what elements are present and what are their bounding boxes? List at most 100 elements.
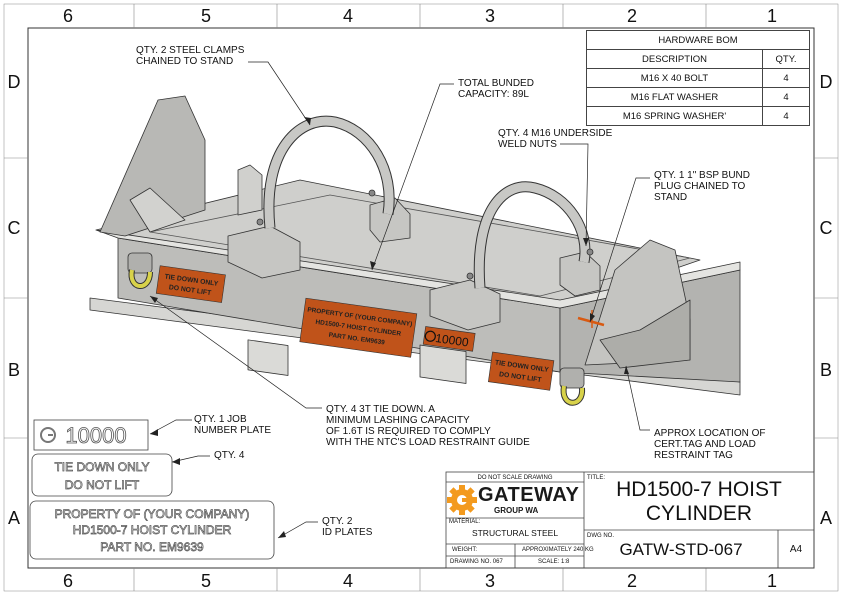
material-value: STRUCTURAL STEEL (471, 528, 559, 538)
note-bund-capacity: TOTAL BUNDED CAPACITY: 89L (458, 78, 534, 100)
note-line: QTY. 4 3T TIE DOWN. A (326, 404, 435, 415)
note-line: CAPACITY: 89L (458, 89, 529, 100)
zone-col-label: 5 (200, 571, 211, 591)
dwg-no-label: DWG NO. (587, 533, 614, 539)
note-cert-tag: APPROX LOCATION OF CERT.TAG AND LOAD RES… (654, 428, 766, 461)
tie-down-label (155, 265, 226, 303)
zone-col-label: 2 (626, 6, 637, 26)
property-plate (29, 500, 275, 560)
job-number-label (422, 326, 476, 352)
tie-down-plate-text: TIE DOWN ONLY (54, 460, 149, 474)
zone-row-label: B (7, 360, 20, 380)
note-line: WITH THE NTC'S LOAD RESTRAINT GUIDE (326, 437, 530, 448)
brand-subtitle: GROUP WA (494, 506, 539, 515)
bund-plug (577, 316, 605, 327)
zone-row-label: C (7, 218, 21, 238)
property-plate-text: HD1500-7 HOIST CYLINDER (73, 523, 232, 537)
note-line: QTY. 2 (322, 516, 353, 527)
zone-row-label: D (7, 72, 21, 92)
title-label: TITLE: (587, 475, 606, 481)
zone-col-label: 4 (342, 6, 353, 26)
fork-pocket (247, 339, 289, 376)
note-line: CHAINED TO STAND (136, 56, 234, 67)
bom-row: M16 X 40 BOLT 4 (586, 68, 810, 88)
zone-row-label: B (819, 360, 832, 380)
note-line: CERT.TAG AND LOAD (654, 439, 756, 450)
leader-line (277, 521, 318, 539)
job-number-plate-logo (40, 427, 56, 443)
hardware-bom-table: HARDWARE BOM DESCRIPTION QTY. M16 X 40 B… (586, 30, 810, 126)
note-line: WELD NUTS (498, 139, 557, 150)
note-line: STAND (654, 192, 688, 203)
zone-col-label: 3 (484, 571, 495, 591)
leader-line (171, 455, 210, 463)
do-not-scale-note: DO NOT SCALE DRAWING (477, 475, 553, 481)
brand-name: GATEWAY (478, 484, 580, 506)
right-saddle (429, 279, 501, 331)
note-line: QTY. 2 STEEL CLAMPS (136, 45, 245, 56)
fork-pocket (419, 344, 467, 384)
left-end-gusset (99, 95, 206, 237)
drawing-title-line: CYLINDER (645, 502, 753, 525)
zone-row-label: C (819, 218, 833, 238)
tie-down-label (488, 351, 555, 391)
leader-line (560, 143, 589, 247)
gateway-gear-logo (447, 485, 477, 515)
bom-row: M16 FLAT WASHER 4 (586, 87, 810, 107)
zone-col-label: 2 (626, 571, 637, 591)
leader-line (625, 365, 650, 431)
note-line: QTY. 1 JOB (194, 414, 247, 425)
zone-col-label: 6 (62, 571, 73, 591)
tie-down-shackle (559, 367, 586, 406)
zone-row-label: A (819, 508, 832, 528)
zone-row-label: A (7, 508, 20, 528)
zone-col-label: 3 (484, 6, 495, 26)
note-line: PLUG CHAINED TO (654, 181, 746, 192)
bom-row: M16 SPRING WASHER' 4 (586, 106, 810, 126)
note-weld-nuts: QTY. 4 M16 UNDERSIDE WELD NUTS (498, 128, 612, 150)
note-line: NUMBER PLATE (194, 425, 272, 436)
note-steel-clamps: QTY. 2 STEEL CLAMPS CHAINED TO STAND (136, 45, 244, 67)
note-line: APPROX LOCATION OF (654, 428, 766, 439)
tie-down-plate (31, 453, 173, 497)
leader-line (371, 83, 454, 271)
zone-col-label: 4 (342, 571, 353, 591)
property-label (299, 297, 418, 358)
weight-value: APPROXIMATELY 240 KG (522, 547, 594, 553)
drawing-no-label: DRAWING NO. 067 (450, 559, 503, 565)
zone-col-label: 5 (200, 6, 211, 26)
note-job-plate: QTY. 1 JOB NUMBER PLATE (194, 414, 271, 436)
note-line: TOTAL BUNDED (458, 78, 534, 89)
zone-row-label: D (819, 72, 833, 92)
drawing-title-line: HD1500-7 HOIST (616, 478, 782, 501)
property-plate-text: PROPERTY OF (YOUR COMPANY) (55, 507, 250, 521)
zone-col-label: 6 (62, 6, 73, 26)
weight-label: WEIGHT: (452, 547, 477, 553)
leader-line (248, 61, 311, 126)
note-line: OF 1.6T IS REQUIRED TO COMPLY (326, 426, 491, 437)
note-line: QTY. 1 1" BSP BUND (654, 170, 750, 181)
job-number-plate-text: 10000 (65, 423, 126, 448)
leader-line (149, 419, 192, 435)
note-bund-plug: QTY. 1 1" BSP BUND PLUG CHAINED TO STAND (654, 170, 750, 203)
note-line: RESTRAINT TAG (654, 450, 733, 461)
dwg-no-value: GATW-STD-067 (619, 540, 743, 559)
leader-line (149, 295, 322, 409)
note-tie-plate: QTY. 4 (214, 450, 244, 461)
zone-col-label: 1 (766, 6, 777, 26)
note-tie-down: QTY. 4 3T TIE DOWN. A MINIMUM LASHING CA… (326, 404, 530, 448)
note-id-plates: QTY. 2 ID PLATES (322, 516, 372, 538)
tie-down-shackle (127, 252, 153, 289)
sheet-size: A4 (789, 544, 803, 555)
drawing-title: HD1500-7 HOIST CYLINDER (584, 478, 814, 526)
note-line: QTY. 4 (214, 450, 245, 461)
note-line: MINIMUM LASHING CAPACITY (326, 415, 470, 426)
scale-value: SCALE: 1:8 (538, 559, 570, 565)
note-line: QTY. 4 M16 UNDERSIDE (498, 128, 613, 139)
material-label: MATERIAL: (449, 519, 481, 525)
zone-col-label: 1 (766, 571, 777, 591)
leader-line (589, 177, 650, 323)
